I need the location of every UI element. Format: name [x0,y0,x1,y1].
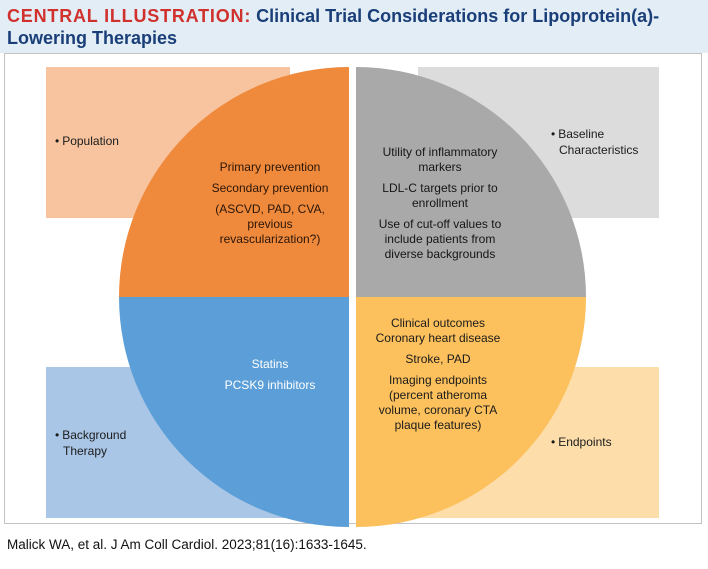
background-label-line2: Therapy [63,444,108,458]
baseline-item: enrollment [411,196,469,210]
corner-label-background: •Background Therapy [55,427,126,459]
header-banner: CENTRAL ILLUSTRATION: Clinical Trial Con… [0,0,708,53]
endpoints-item: Imaging endpoints [388,373,488,387]
title-lead: CENTRAL ILLUSTRATION: [7,6,252,26]
endpoints-item: Stroke, PAD [405,352,471,366]
quadrant-endpoints [356,297,586,527]
endpoints-item: Clinical outcomes [390,316,486,330]
bullet-icon: • [551,127,556,141]
endpoints-item: (percent atheroma [388,388,488,402]
corner-label-baseline: •Baseline Characteristics [551,126,638,158]
population-item: previous [247,217,293,231]
baseline-item: diverse backgrounds [384,247,496,261]
page-title: CENTRAL ILLUSTRATION: Clinical Trial Con… [7,5,697,49]
population-item: (ASCVD, PAD, CVA, [215,202,325,216]
population-item: revascularization?) [219,232,321,246]
citation: Malick WA, et al. J Am Coll Cardiol. 202… [7,537,367,552]
baseline-details: Utility of inflammatory markers LDL-C ta… [360,145,520,262]
bullet-icon: • [551,435,556,449]
baseline-item: include patients from [384,232,496,246]
baseline-label-line2: Characteristics [559,143,639,157]
title-text: Clinical Trial Considerations for Lipopr… [7,6,660,48]
population-label: Population [62,134,119,148]
baseline-item: Utility of inflammatory [382,145,498,159]
corner-label-endpoints: •Endpoints [551,434,612,450]
background-item: PCSK9 inhibitors [224,378,316,392]
endpoints-details: Clinical outcomes Coronary heart disease… [358,316,518,433]
baseline-item: markers [418,160,462,174]
population-item: Primary prevention [219,160,321,174]
baseline-label-line1: Baseline [558,127,605,141]
endpoints-item: volume, coronary CTA [378,403,498,417]
corner-label-population: •Population [55,133,119,149]
endpoints-label: Endpoints [558,435,612,449]
population-item: Secondary prevention [211,181,329,195]
quadrant-population [119,67,349,297]
endpoints-item: plaque features) [394,418,482,432]
baseline-item: LDL-C targets prior to [382,181,498,195]
background-item: Statins [251,357,289,371]
bullet-icon: • [55,428,60,442]
endpoints-item: Coronary heart disease [375,331,501,345]
background-details: Statins PCSK9 inhibitors [200,357,340,393]
baseline-item: Use of cut-off values to [378,217,502,231]
population-details: Primary prevention Secondary prevention … [185,160,355,247]
background-label-line1: Background [62,428,127,442]
quadrant-background [119,297,349,527]
quadrant-baseline [356,67,586,297]
bullet-icon: • [55,134,60,148]
